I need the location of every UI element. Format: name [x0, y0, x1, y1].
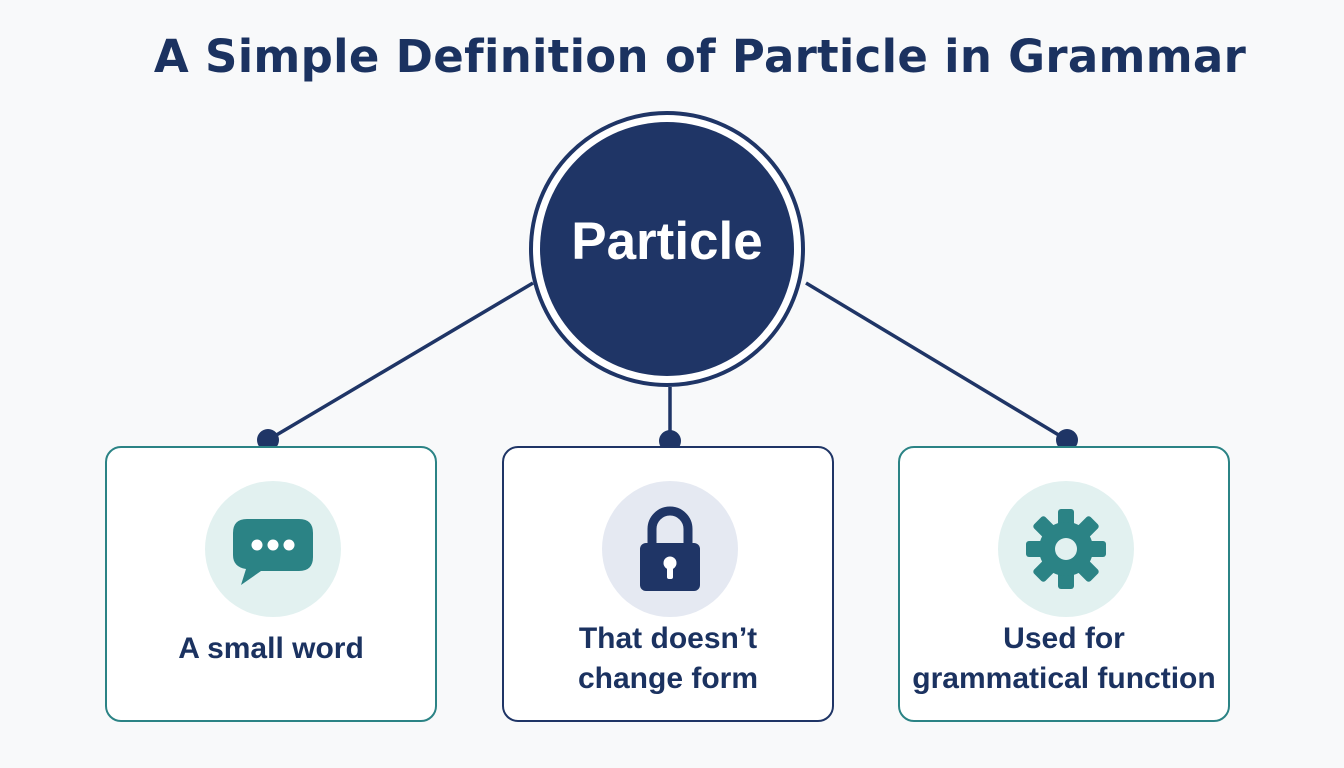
connector-left — [267, 281, 534, 442]
center-label: Particle — [571, 211, 763, 271]
card-small-word: A small word — [105, 446, 437, 722]
center-node: Particle — [529, 111, 805, 387]
card-label-line: change form — [577, 662, 759, 695]
icon-badge — [602, 481, 738, 617]
padlock-icon — [640, 506, 700, 591]
card-label: A small word — [107, 629, 435, 669]
icon-badge — [998, 481, 1134, 617]
card-label-line: Used for — [1003, 622, 1125, 655]
connector-dot-left — [257, 429, 279, 451]
gear-icon — [1026, 509, 1106, 589]
connector-dot-right — [1056, 429, 1078, 451]
card-label: Used for grammatical function — [900, 619, 1228, 699]
speech-bubble-icon — [233, 519, 313, 585]
card-no-change-form: That doesn’t change form — [502, 446, 834, 722]
center-node-fill: Particle — [540, 122, 794, 376]
page-title: A Simple Definition of Particle in Gramm… — [153, 30, 1247, 83]
card-label: That doesn’t change form — [504, 619, 832, 699]
icon-badge — [205, 481, 341, 617]
card-label-line: That doesn’t — [578, 622, 758, 655]
card-label-line: A small word — [178, 632, 364, 665]
card-label-line: grammatical function — [912, 662, 1216, 695]
connector-right — [805, 281, 1068, 442]
card-grammatical-function: Used for grammatical function — [898, 446, 1230, 722]
